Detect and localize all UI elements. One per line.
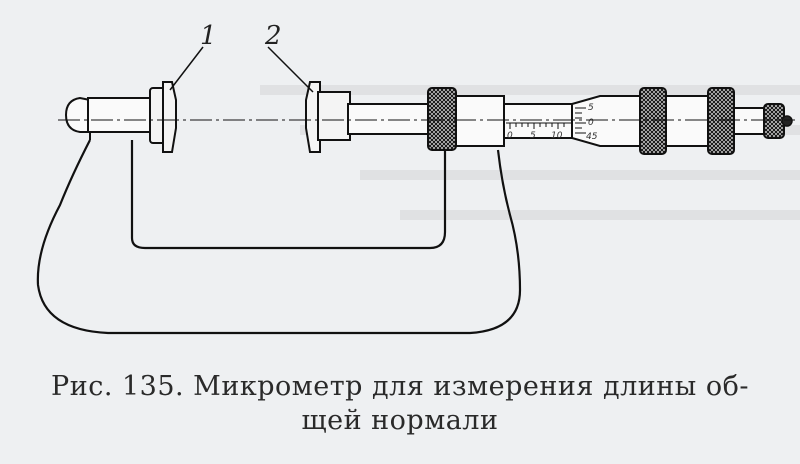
thimble-neck [665,95,709,147]
ratchet-knurl [707,87,735,155]
disc-anvil-2-hub [317,91,351,141]
thimble-tick-label: 0 [588,118,594,128]
end-knob [763,103,785,139]
thimble-ticks [575,107,586,134]
graduated-sleeve [503,103,573,139]
thimble-tick-label: 45 [586,132,598,142]
sleeve-body [455,95,505,147]
disc-anvil-2 [305,81,321,153]
thimble-tick-label: 5 [588,103,594,113]
sleeve-tick-label: 0 [507,131,513,141]
ratchet-neck [733,107,765,135]
lock-nut [427,87,457,151]
disc-anvil-1 [162,81,177,153]
callout-number-1: 1 [200,21,217,51]
caption-line-2: щей нормали [301,405,499,436]
sleeve-ticks [506,122,572,129]
spindle [347,103,429,135]
sleeve-tick-label: 10 [551,131,563,141]
sleeve-tick-label: 5 [530,131,536,141]
micrometer-frame [36,139,522,335]
anvil-boss [64,96,91,140]
anvil-shaft [87,97,155,133]
end-cap [781,115,793,127]
thimble-knurl [639,87,667,155]
caption-line-1: Рис. 135. Микрометр для измерения длины … [51,371,749,402]
callout-leader-2 [267,46,314,93]
thimble [571,95,641,147]
figure-caption: Рис. 135. Микрометр для измерения длины … [0,370,800,438]
callout-leader-1 [169,46,204,91]
callout-number-2: 2 [264,21,282,51]
